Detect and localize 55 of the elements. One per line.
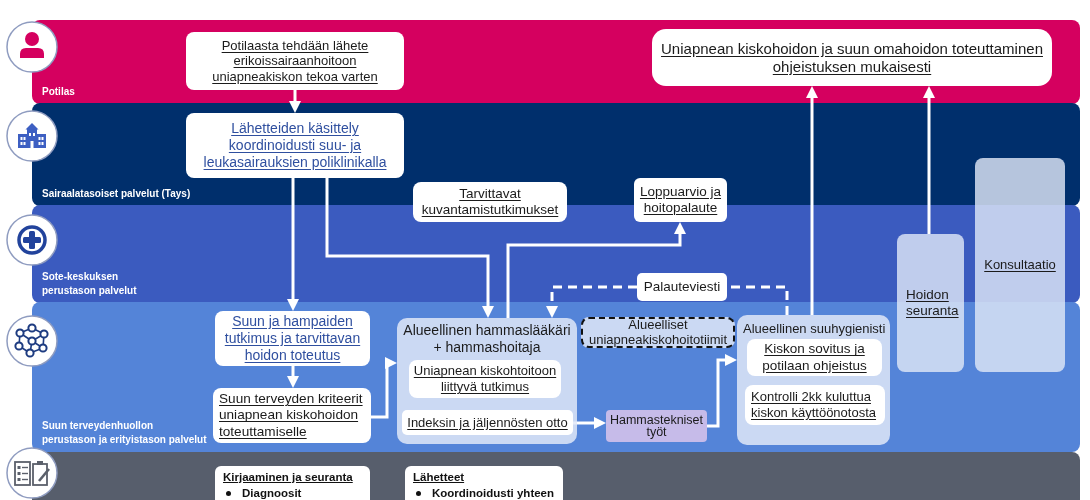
step-label: Suun ja hampaiden tutkimus ja tarvittavan hoidon toteutus [223, 313, 362, 364]
panel-label: Hoidon seuranta [906, 286, 960, 320]
process-box [745, 385, 885, 425]
lane-label: Sairaalatasoiset palvelut (Tays) [42, 187, 191, 201]
step-label: Hammastekniset työt [608, 413, 705, 439]
step-label: Lähetteiden käsittely koordinoidusti suu- ja leukasairauksien poliklinikalla [202, 120, 388, 171]
list-item-text: Koordinoidusti yhteen [432, 486, 555, 500]
side-panel [975, 158, 1065, 372]
swimlane-band [32, 302, 1080, 452]
swimlane-band [32, 20, 1080, 104]
dashed-arrow [546, 285, 637, 318]
swimlane-band [32, 452, 1080, 500]
list-item-text: Diagnoosit [242, 486, 302, 500]
arrow [923, 86, 935, 234]
process-box [213, 388, 371, 443]
process-box [747, 339, 882, 376]
step-label: Loppuarvio ja hoitopalaute [638, 183, 723, 217]
lane-label: Potilas [42, 85, 75, 99]
step-label: Palauteviesti [643, 278, 721, 296]
arrow [806, 86, 818, 315]
role-heading: Alueellinen hammaslääkäri + hammashoitaja [402, 322, 572, 356]
step-label: Indeksin ja jäljennösten otto [407, 414, 568, 431]
arrow [506, 222, 686, 318]
side-panel [897, 234, 964, 372]
process-box [402, 410, 573, 435]
arrow [325, 178, 494, 318]
note-card [405, 466, 563, 500]
process-box [215, 311, 370, 366]
process-box [637, 273, 727, 301]
step-label: Suun terveyden kriteerit uniapnean kiskohoidon toteuttamiselle [219, 391, 364, 440]
process-box [186, 113, 404, 178]
team-label: Alueelliset uniapneakiskohoitotiimit [588, 318, 728, 347]
arrow [289, 90, 301, 113]
step-label: Potilaasta tehdään lähete erikoissairaanhoitoon uniapneakiskon tekoa varten [211, 37, 379, 85]
role-heading: Alueellinen suuhygienisti [743, 321, 887, 337]
note-card [215, 466, 370, 500]
lane-label: Sote-keskuksen perustason palvelut [42, 270, 138, 298]
step-label: Tarvittavat kuvantamistutkimukset [420, 185, 560, 219]
arrow [287, 366, 299, 388]
lane-label: Suun terveydenhuollon perustason ja erityistason palvelut [42, 419, 208, 447]
arrow [707, 354, 737, 428]
role-group-panel [737, 315, 890, 445]
process-box [413, 182, 567, 222]
process-box [652, 29, 1052, 86]
step-label: Uniapnean kiskohoidon ja suun omahoidon toteuttaminen ohjeistuksen mukaisesti [660, 39, 1044, 76]
arrow [287, 178, 299, 311]
step-label: Kiskon sovitus ja potilaan ohjeistus [761, 341, 868, 374]
role-group-panel [397, 318, 577, 444]
process-box [186, 32, 404, 90]
arrow [371, 357, 397, 419]
note-heading: Kirjaaminen ja seuranta [223, 470, 353, 484]
panel-label: Konsultaatio [984, 257, 1056, 273]
step-label: Uniapnean kiskohtoitoon liittyvä tutkimus [413, 363, 557, 395]
note-heading: Lähetteet [413, 470, 465, 484]
step-label: Kontrolli 2kk kuluttua kiskon käyttöönotosta [751, 389, 878, 421]
